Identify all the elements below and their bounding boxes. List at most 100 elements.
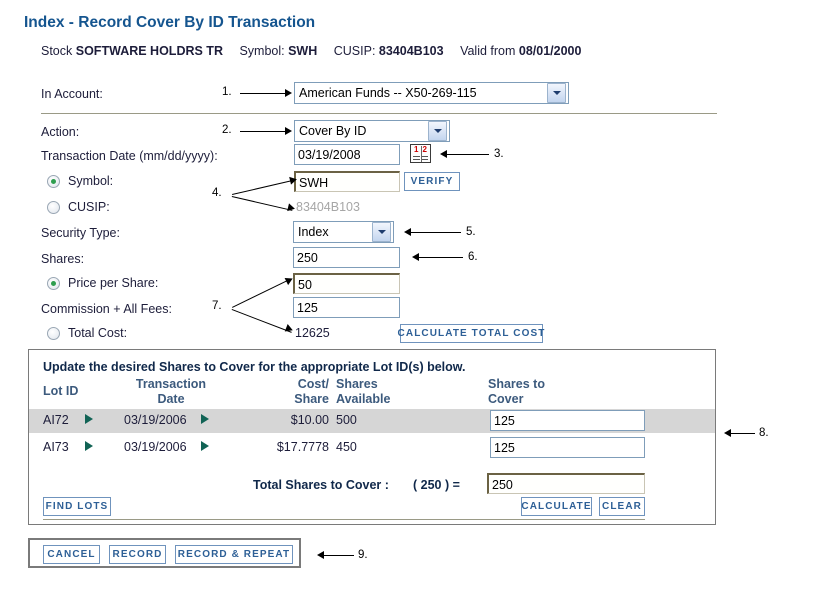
annotation-8-arrowhead	[724, 429, 731, 437]
page-title: Index - Record Cover By ID Transaction	[24, 14, 316, 31]
shares-label: Shares:	[41, 252, 85, 266]
cost-share-value: $10.00	[290, 413, 329, 427]
cusip-readonly-value: 83404B103	[296, 200, 360, 214]
in-account-label: In Account:	[41, 87, 103, 101]
calculate-button[interactable]: CALCULATE	[521, 497, 592, 516]
calendar-icon[interactable]: 1 2	[410, 144, 431, 163]
transaction-date-expand-icon[interactable]	[201, 414, 209, 424]
valid-from-label: Valid from	[460, 44, 516, 58]
transaction-date-label: Transaction Date (mm/dd/yyyy):	[41, 149, 218, 163]
chevron-down-icon[interactable]	[547, 83, 566, 103]
in-account-select[interactable]: American Funds -- X50-269-115	[294, 82, 569, 104]
commission-input[interactable]	[293, 297, 400, 318]
annotation-9-arrowhead	[317, 551, 324, 559]
annotation-1-number: 1.	[222, 86, 232, 98]
transaction-date-expand-icon[interactable]	[201, 441, 209, 451]
annotation-4-arrowhead-upper	[289, 175, 298, 185]
annotation-2-line	[240, 131, 286, 132]
annotation-9-line	[324, 555, 354, 556]
record-and-repeat-button[interactable]: RECORD & REPEAT	[175, 545, 293, 564]
annotation-4-number: 4.	[212, 187, 222, 199]
lot-id-expand-icon[interactable]	[85, 414, 93, 424]
symbol-input[interactable]	[294, 171, 400, 192]
annotation-6-number: 6.	[468, 251, 478, 263]
price-per-share-radio[interactable]	[47, 277, 60, 290]
annotation-7-line-upper	[232, 279, 289, 308]
annotation-1-arrowhead	[285, 89, 292, 97]
annotation-3-number: 3.	[494, 148, 504, 160]
total-cost-radio[interactable]	[47, 327, 60, 340]
annotation-7-line-lower	[231, 309, 292, 333]
annotation-6-line	[419, 257, 463, 258]
stock-label: Stock	[41, 44, 73, 58]
commission-label: Commission + All Fees:	[41, 302, 172, 316]
column-header-shares-available: Shares Available	[336, 377, 391, 406]
symbol-label: Symbol:	[239, 44, 285, 58]
security-type-select[interactable]: Index	[293, 221, 394, 243]
cusip-label: CUSIP:	[333, 44, 376, 58]
cusip-radio-label: CUSIP:	[68, 200, 110, 214]
lot-instruction-note: Update the desired Shares to Cover for t…	[43, 360, 466, 374]
calculate-total-cost-button[interactable]: CALCULATE TOTAL COST	[398, 324, 544, 343]
transaction-date-value: 03/19/2006	[124, 413, 187, 427]
total-cost-value: 12625	[295, 326, 330, 340]
shares-to-cover-input[interactable]	[490, 410, 645, 431]
action-label: Action:	[41, 125, 80, 139]
total-shares-to-cover-label: Total Shares to Cover :	[253, 478, 389, 492]
lot-id-expand-icon[interactable]	[85, 441, 93, 451]
column-header-lot-id: Lot ID	[43, 384, 79, 398]
column-header-transaction-date: Transaction Date	[135, 377, 207, 406]
lot-id-value: AI72	[43, 413, 69, 427]
annotation-7-arrowhead-lower	[284, 324, 295, 334]
cost-share-value: $17.7778	[276, 440, 329, 454]
total-shares-to-cover-input[interactable]	[487, 473, 645, 494]
annotation-3-line	[447, 154, 489, 155]
price-per-share-label: Price per Share:	[68, 276, 159, 290]
chevron-down-icon[interactable]	[428, 121, 447, 141]
shares-available-value: 450	[336, 440, 357, 454]
annotation-8-line	[731, 433, 755, 434]
annotation-1-line	[240, 93, 286, 94]
annotation-5-number: 5.	[466, 226, 476, 238]
symbol-value: SWH	[288, 44, 318, 58]
stock-info-line: Stock SOFTWARE HOLDRS TR Symbol: SWH CUS…	[41, 44, 581, 58]
calendar-icon-right-page: 2	[421, 146, 430, 162]
cancel-button[interactable]: CANCEL	[43, 545, 100, 564]
total-shares-paren-value: ( 250 ) =	[413, 478, 460, 492]
stock-name: SOFTWARE HOLDRS TR	[75, 44, 223, 58]
shares-input[interactable]	[293, 247, 400, 268]
annotation-4-line-lower	[231, 196, 293, 211]
clear-button[interactable]: CLEAR	[599, 497, 645, 516]
annotation-4-line-upper	[232, 180, 293, 195]
cusip-radio[interactable]	[47, 201, 60, 214]
price-per-share-input[interactable]	[293, 273, 400, 294]
symbol-radio-label: Symbol:	[68, 174, 114, 188]
transaction-date-input[interactable]	[294, 144, 400, 165]
annotation-2-number: 2.	[222, 124, 232, 136]
annotation-8-number: 8.	[759, 427, 769, 439]
annotation-5-arrowhead	[404, 228, 411, 236]
annotation-5-line	[411, 232, 461, 233]
chevron-down-icon[interactable]	[372, 222, 391, 242]
find-lots-button[interactable]: FIND LOTS	[43, 497, 111, 516]
divider-top	[41, 113, 717, 114]
record-button[interactable]: RECORD	[109, 545, 166, 564]
total-cost-label: Total Cost:	[68, 326, 128, 340]
shares-to-cover-input[interactable]	[490, 437, 645, 458]
annotation-7-number: 7.	[212, 300, 222, 312]
verify-button[interactable]: VERIFY	[404, 172, 460, 191]
symbol-radio[interactable]	[47, 175, 60, 188]
column-header-shares-to-cover: Shares to Cover	[488, 377, 545, 406]
column-header-cost-share: Cost/ Share	[294, 377, 329, 406]
security-type-label: Security Type:	[41, 226, 120, 240]
annotation-9-number: 9.	[358, 549, 368, 561]
annotation-4-arrowhead-lower	[287, 203, 296, 213]
lot-id-value: AI73	[43, 440, 69, 454]
action-select-value: Cover By ID	[299, 124, 367, 138]
transaction-date-value: 03/19/2006	[124, 440, 187, 454]
annotation-6-arrowhead	[412, 253, 419, 261]
valid-from-value: 08/01/2000	[518, 44, 582, 58]
action-select[interactable]: Cover By ID	[294, 120, 450, 142]
calendar-icon-left-page: 1	[412, 146, 421, 162]
